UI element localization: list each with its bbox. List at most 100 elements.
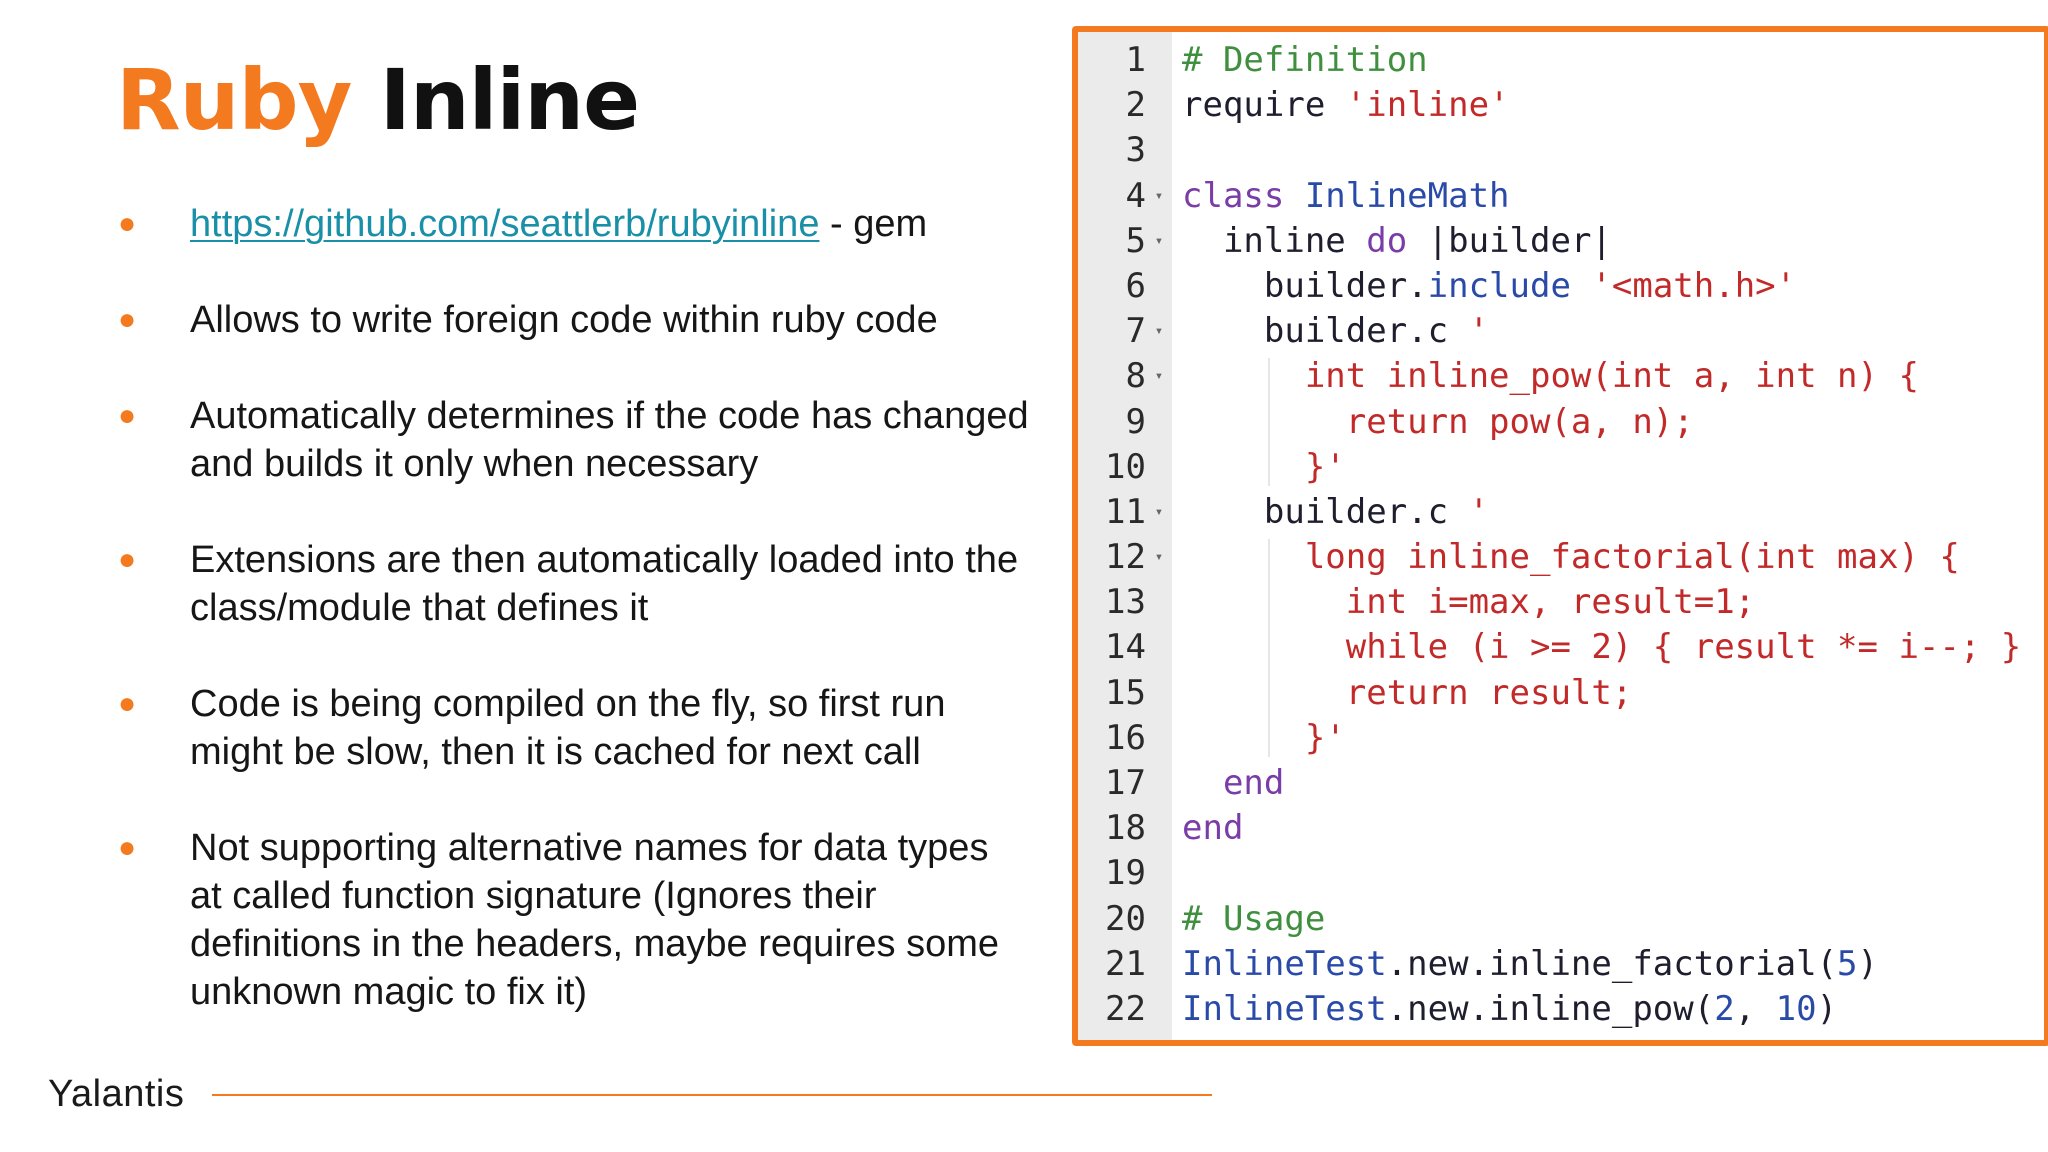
bullet-dot-icon: ●	[118, 543, 137, 576]
code-token: int inline_pow(int a, int n) {	[1182, 356, 1919, 397]
fold-toggle-icon[interactable]: ▾	[1154, 503, 1164, 520]
fold-toggle-icon[interactable]: ▾	[1154, 232, 1164, 249]
line-number: 16	[1105, 717, 1146, 758]
fold-toggle-icon[interactable]: ▾	[1154, 323, 1164, 340]
code-token: 2	[1714, 988, 1735, 1029]
code-token: include	[1427, 265, 1571, 306]
line-number: 9	[1125, 401, 1146, 442]
code-token: builder.	[1182, 265, 1428, 306]
code-text: }'	[1182, 716, 1346, 761]
line-number: 11	[1105, 491, 1146, 532]
line-number: 20	[1105, 898, 1146, 939]
fold-toggle-icon[interactable]: ▾	[1154, 368, 1164, 385]
bullet-dot-icon: ●	[118, 303, 137, 336]
code-text: require 'inline'	[1182, 83, 1510, 128]
code-text: # Definition	[1182, 38, 1428, 83]
line-number: 13	[1105, 582, 1146, 623]
bullet-dot-icon: ●	[118, 399, 137, 432]
code-token: ,	[1734, 988, 1776, 1029]
code-text: builder.c '	[1182, 309, 1489, 354]
line-number-gutter	[1078, 32, 1172, 1040]
code-text: InlineTest.new.inline_pow(2, 10)	[1182, 987, 1837, 1032]
code-text: }'	[1182, 445, 1346, 490]
code-text: int inline_pow(int a, int n) {	[1182, 354, 1919, 399]
fold-toggle-icon[interactable]: ▾	[1154, 187, 1164, 204]
code-token: class	[1182, 175, 1305, 216]
code-token: InlineTest	[1182, 988, 1387, 1029]
line-number: 12	[1105, 537, 1146, 578]
line-number: 7	[1125, 311, 1146, 352]
line-number: 5	[1125, 220, 1146, 261]
indent-guide	[1268, 358, 1270, 486]
line-number: 18	[1105, 808, 1146, 849]
code-text: return result;	[1182, 671, 1633, 716]
code-text: end	[1182, 761, 1284, 806]
code-token: # Usage	[1182, 898, 1326, 939]
code-token: end	[1182, 763, 1285, 803]
line-number: 10	[1105, 446, 1146, 487]
code-token: # Definition	[1182, 40, 1428, 80]
code-token: '<math.h>'	[1591, 265, 1797, 306]
line-number: 6	[1125, 265, 1146, 306]
code-text: end	[1182, 806, 1243, 851]
code-token: )	[1816, 988, 1838, 1029]
github-link[interactable]: https://github.com/seattlerb/rubyinline	[190, 203, 820, 245]
code-text: InlineTest.new.inline_factorial(5)	[1182, 942, 1878, 987]
slide-title: Ruby Inline	[116, 58, 640, 142]
code-token: end	[1182, 808, 1244, 849]
code-token: builder.c	[1182, 491, 1469, 532]
code-token: int i=max, result=1;	[1182, 582, 1756, 623]
code-text: builder.include '<math.h>'	[1182, 264, 1796, 309]
bullet-suffix: - gem	[819, 203, 928, 245]
code-token: }'	[1182, 717, 1346, 758]
code-token: builder.c	[1182, 311, 1469, 352]
code-token: 'inline'	[1345, 85, 1510, 126]
code-text: # Usage	[1182, 897, 1325, 942]
line-number: 19	[1105, 853, 1146, 894]
bullet-text: Allows to write foreign code within ruby…	[190, 299, 938, 341]
code-token: }'	[1182, 446, 1346, 487]
code-token: return pow(a, n);	[1182, 401, 1694, 442]
line-number: 21	[1105, 943, 1146, 984]
code-token: 5	[1837, 943, 1858, 984]
code-token: inline	[1182, 220, 1367, 261]
code-token: return result;	[1182, 672, 1633, 713]
bullet-dot-icon: ●	[118, 687, 137, 720]
code-token: InlineMath	[1304, 175, 1510, 216]
bullet-dot-icon: ●	[118, 207, 137, 240]
code-token: require	[1182, 85, 1346, 126]
fold-toggle-icon[interactable]: ▾	[1154, 549, 1164, 566]
title-rest-word: Inline	[379, 51, 640, 149]
line-number: 4	[1125, 175, 1146, 216]
company-logo: Yalantis	[48, 1073, 185, 1115]
code-token: .new.inline_pow(	[1386, 988, 1715, 1029]
code-token: )	[1857, 943, 1879, 984]
code-token: 10	[1775, 988, 1817, 1029]
line-number: 15	[1105, 672, 1146, 713]
code-text: builder.c '	[1182, 490, 1489, 535]
code-token: '	[1468, 491, 1490, 532]
code-token: long inline_factorial(int max) {	[1182, 537, 1960, 578]
title-accent-word: Ruby	[116, 51, 352, 149]
line-number: 14	[1105, 627, 1146, 668]
code-text: return pow(a, n);	[1182, 400, 1694, 445]
line-number: 2	[1125, 85, 1146, 126]
code-text: inline do |builder|	[1182, 219, 1612, 264]
bullet-dot-icon: ●	[118, 831, 137, 864]
code-text: int i=max, result=1;	[1182, 580, 1755, 625]
bullet-text: Code is being compiled on the fly, so fi…	[190, 683, 946, 773]
code-token: InlineTest	[1182, 943, 1387, 984]
line-number: 22	[1105, 988, 1146, 1029]
code-token	[1571, 266, 1591, 306]
code-text: class InlineMath	[1182, 174, 1510, 219]
code-token: '	[1468, 311, 1490, 352]
line-number: 17	[1105, 763, 1146, 803]
code-text: while (i >= 2) { result *= i--; }	[1182, 625, 2022, 670]
bullet-text: https://github.com/seattlerb/rubyinline …	[190, 200, 1030, 248]
line-number: 8	[1125, 356, 1146, 397]
code-text: long inline_factorial(int max) {	[1182, 535, 1960, 580]
code-token: while (i >= 2) { result *= i--; }	[1182, 627, 2022, 668]
bullet-text: Automatically determines if the code has…	[190, 395, 1029, 485]
line-number: 1	[1125, 40, 1146, 80]
